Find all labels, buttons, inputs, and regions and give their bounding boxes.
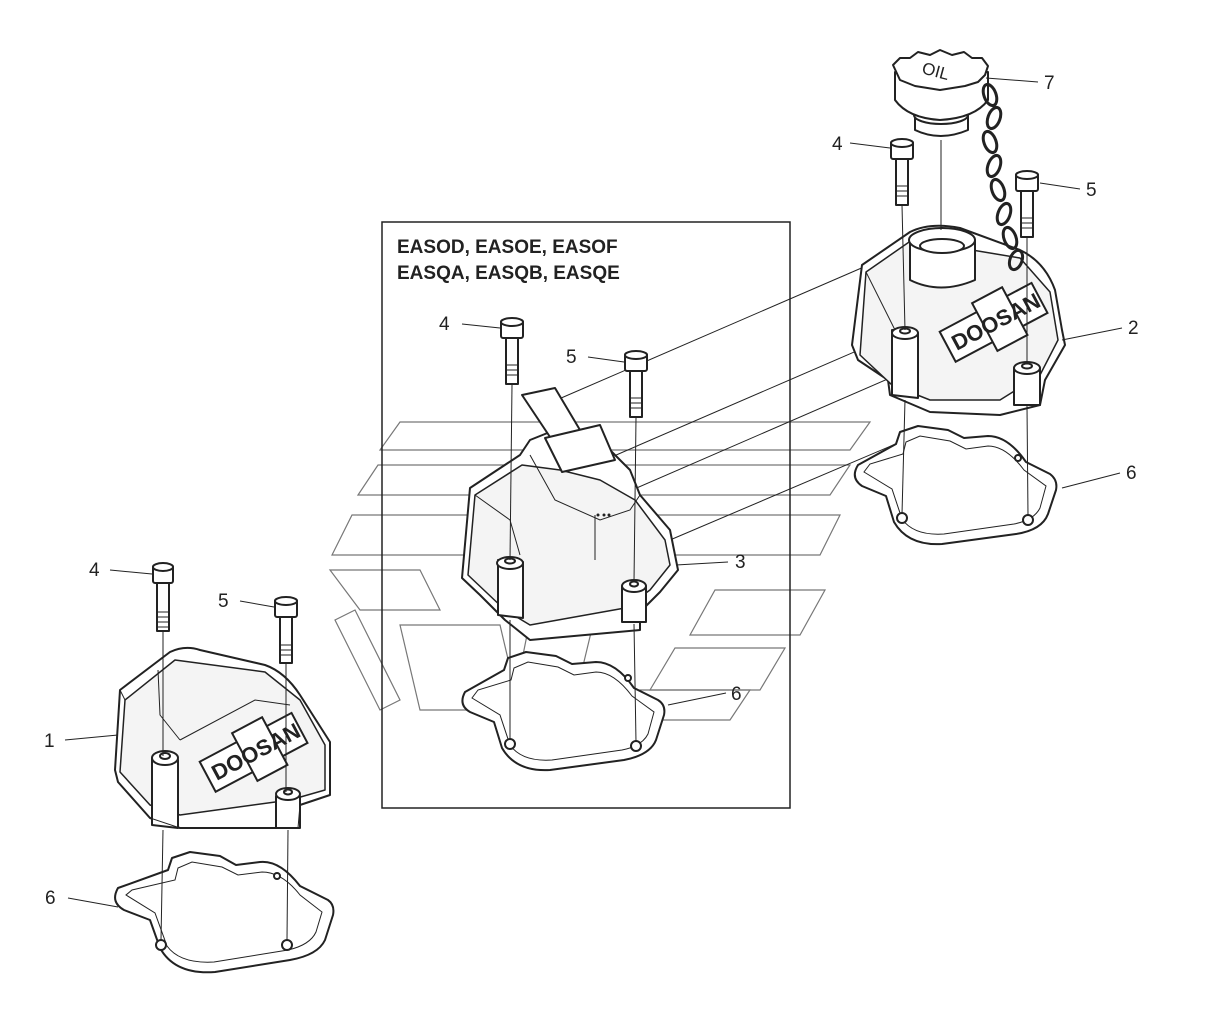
bolt-4-center <box>500 317 524 561</box>
bolt-4-right <box>890 138 914 331</box>
bolt-4-left <box>152 562 174 756</box>
callout-4-left: 4 <box>89 560 100 581</box>
callout-1: 1 <box>44 731 55 752</box>
oil-filler-cap-7: OIL <box>892 49 989 230</box>
variant-text-line2: EASQA, EASQB, EASQE <box>397 263 620 284</box>
valve-cover-1 <box>114 646 331 829</box>
bolt-5-center <box>624 350 648 583</box>
callout-6-center: 6 <box>731 684 742 705</box>
valve-cover-3 <box>461 387 679 641</box>
callout-6-left: 6 <box>45 888 56 909</box>
callout-2: 2 <box>1128 318 1139 339</box>
retaining-chain <box>981 82 1025 272</box>
variant-frame <box>381 221 791 809</box>
callout-4-center: 4 <box>439 314 450 335</box>
callout-5-left: 5 <box>218 591 229 612</box>
gasket-6-center <box>461 620 666 772</box>
callout-leaders <box>64 77 1123 908</box>
callout-4-right: 4 <box>832 134 843 155</box>
bolt-5-left <box>274 596 298 792</box>
variant-text-line1: EASOD, EASOE, EASOF <box>397 237 618 258</box>
callout-5-center: 5 <box>566 347 577 368</box>
callout-3: 3 <box>735 552 746 573</box>
bolt-5-right <box>1015 170 1039 364</box>
gasket-6-left <box>114 829 335 974</box>
callout-6-right: 6 <box>1126 463 1137 484</box>
valve-cover-2 <box>851 224 1066 416</box>
callout-5-right: 5 <box>1086 180 1097 201</box>
gasket-6-right <box>853 399 1058 546</box>
callout-7: 7 <box>1044 73 1055 94</box>
